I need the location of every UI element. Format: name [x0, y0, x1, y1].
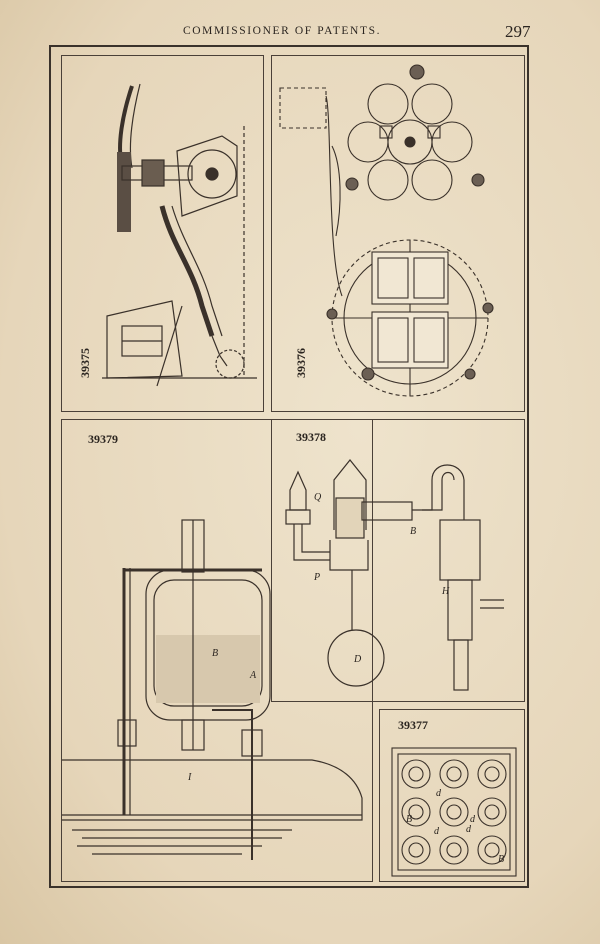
figure-39377-label-d1: d — [436, 788, 442, 799]
drawing-plate: 39375 — [49, 45, 529, 888]
figure-39377-label-b2: B — [498, 854, 504, 865]
figure-39379-label-i: I — [187, 772, 192, 783]
page-header: COMMISSIONER OF PATENTS. 297 — [0, 22, 600, 42]
figure-39377-label-d4: d — [470, 814, 476, 825]
figure-39378-label-q: Q — [314, 492, 322, 503]
figure-39379-label-a: A — [249, 670, 257, 681]
page-number: 297 — [505, 22, 531, 41]
running-head: COMMISSIONER OF PATENTS. — [183, 25, 382, 37]
figure-39377-panel: 39377 d d d d B B — [379, 709, 525, 882]
figure-39376-number: 39376 — [294, 348, 308, 378]
figure-39376-drawing — [279, 64, 494, 397]
figure-39378-label-h: H — [441, 586, 450, 597]
figure-39377-label-b1: B — [406, 814, 412, 825]
figure-39379-panel: 39379 A B I — [61, 419, 373, 882]
figure-39379-number: 39379 — [88, 432, 118, 446]
figure-39377-drawing: d d d d B B — [391, 747, 517, 877]
figure-39377-number: 39377 — [398, 718, 428, 732]
figure-39375-panel: 39375 — [61, 55, 264, 412]
figure-39376-panel: 39376 — [271, 55, 525, 412]
figure-39377-label-d3: d — [466, 824, 472, 835]
figure-39379-drawing: A B I — [62, 519, 363, 860]
figure-39375-number: 39375 — [78, 348, 92, 378]
figure-39378-label-p: P — [313, 572, 320, 583]
figure-39378-label-d: D — [353, 654, 362, 665]
figure-39378-number: 39378 — [296, 430, 326, 444]
figure-39378-panel: 39378 Q B P D — [271, 419, 525, 702]
figure-39379-label-b: B — [212, 648, 218, 659]
figure-39375-drawing — [102, 83, 257, 387]
figure-39378-drawing: Q B P D H — [285, 459, 504, 691]
figure-39378-label-b: B — [410, 526, 416, 537]
figure-39377-label-d2: d — [434, 826, 440, 837]
